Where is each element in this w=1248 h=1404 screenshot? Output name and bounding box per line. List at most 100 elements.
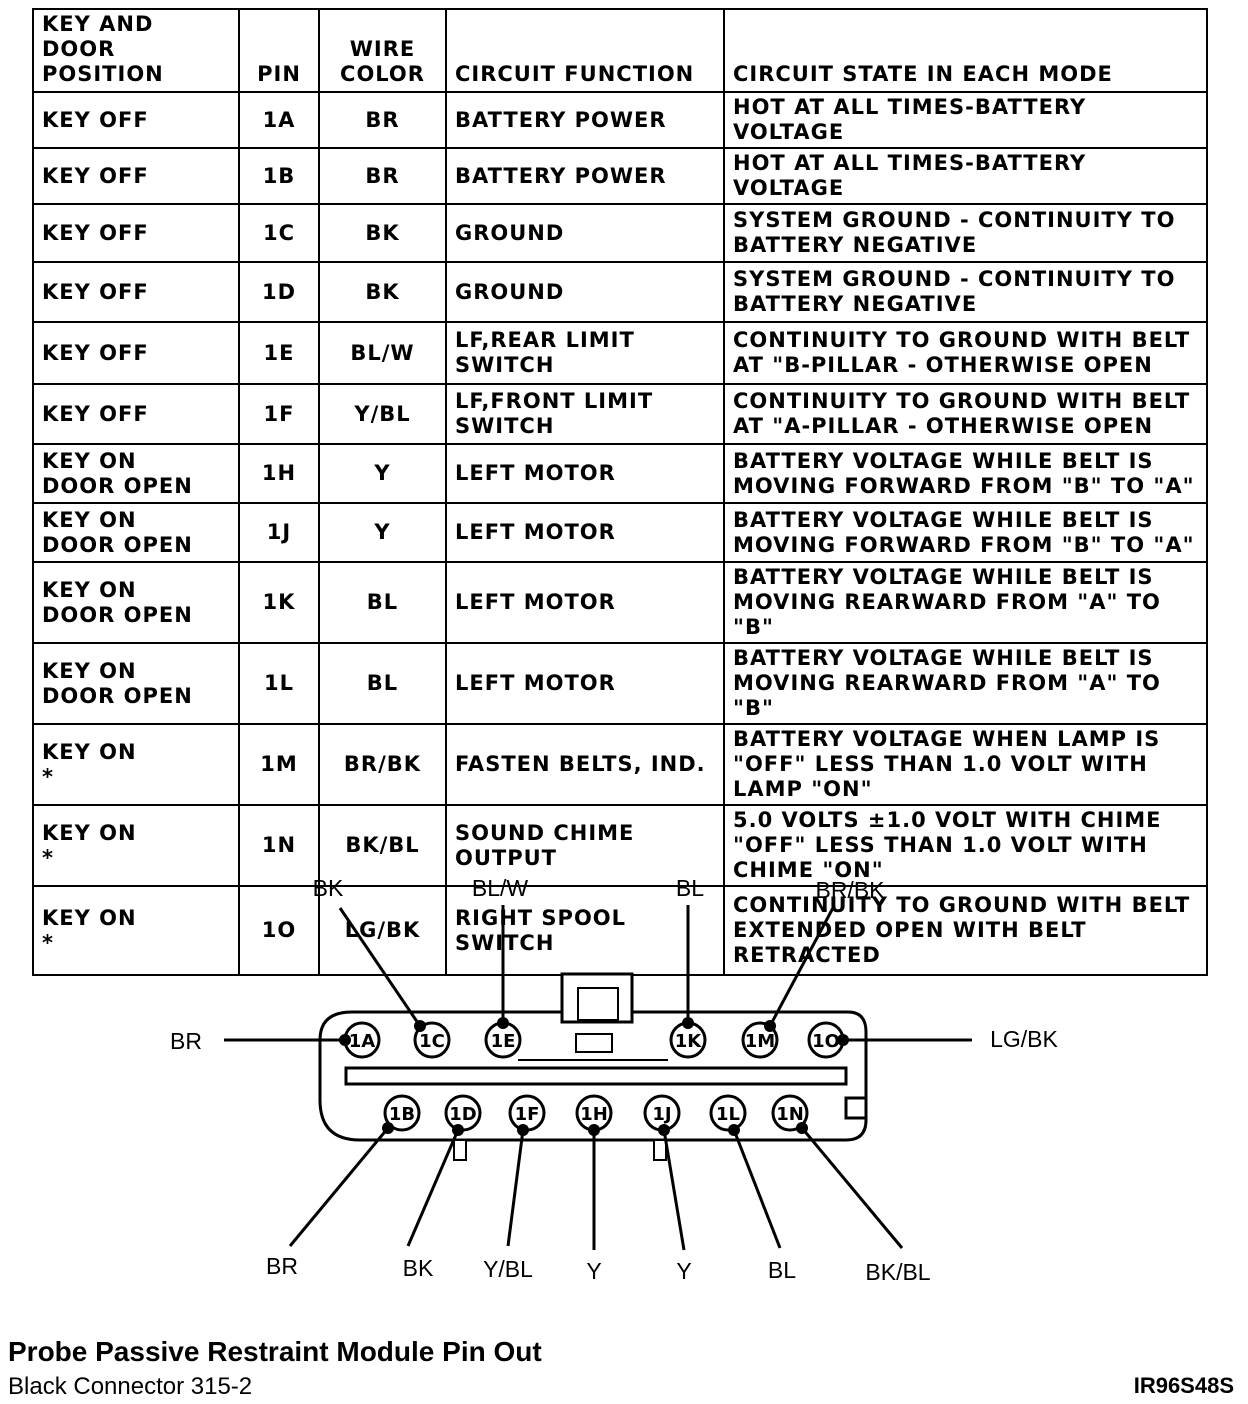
cell-wire-color: BK <box>318 261 447 323</box>
label-bl-bottom: BL <box>768 1257 796 1283</box>
pin-1M: 1M <box>741 1021 779 1059</box>
cell-function: LEFT MOTOR <box>445 642 725 725</box>
table-row: KEY OFF 1E BL/W LF,REAR LIMIT SWITCH CON… <box>32 321 1208 385</box>
leader-1N <box>796 1122 904 1249</box>
label-bl-top: BL <box>676 875 704 901</box>
header-position: KEY AND DOOR POSITION <box>32 8 240 93</box>
label-br-top: BR <box>170 1028 202 1054</box>
table-row: KEY ON * 1M BR/BK FASTEN BELTS, IND. BAT… <box>32 723 1208 806</box>
cell-position: KEY ON * <box>32 804 240 887</box>
cell-wire-color: BR <box>318 91 447 149</box>
pin-label: 1E <box>491 1031 516 1052</box>
pin-1O: 1O <box>807 1021 845 1059</box>
cell-pin: 1M <box>238 723 320 806</box>
header-circuit-state: CIRCUIT STATE IN EACH MODE <box>723 8 1208 93</box>
pin-1N: 1N <box>771 1094 809 1132</box>
cell-state: HOT AT ALL TIMES-BATTERY VOLTAGE <box>723 91 1208 149</box>
cell-pin: 1J <box>238 502 320 563</box>
cell-pin: 1F <box>238 383 320 445</box>
pin-1C: 1C <box>413 1021 451 1059</box>
label-y-bottom-1: Y <box>586 1258 601 1284</box>
cell-wire-color: BR <box>318 147 447 205</box>
cell-wire-color: BL/W <box>318 321 447 385</box>
pin-label: 1B <box>389 1104 415 1125</box>
leader-1B <box>288 1122 394 1247</box>
cell-function: GROUND <box>445 203 725 263</box>
cell-position: KEY ON DOOR OPEN <box>32 443 240 504</box>
cell-state: SYSTEM GROUND - CONTINUITY TO BATTERY NE… <box>723 261 1208 323</box>
cell-wire-color: BK <box>318 203 447 263</box>
table-row: KEY ON DOOR OPEN 1J Y LEFT MOTOR BATTERY… <box>32 502 1208 563</box>
pin-label: 1K <box>675 1031 703 1052</box>
cell-pin: 1L <box>238 642 320 725</box>
cell-wire-color: Y <box>318 502 447 563</box>
cell-pin: 1O <box>238 885 320 976</box>
cell-position: KEY OFF <box>32 203 240 263</box>
cell-position: KEY OFF <box>32 147 240 205</box>
cell-position: KEY ON DOOR OPEN <box>32 502 240 563</box>
pin-label: 1C <box>419 1031 445 1052</box>
cell-pin: 1B <box>238 147 320 205</box>
cell-function: BATTERY POWER <box>445 91 725 149</box>
cell-position: KEY ON * <box>32 723 240 806</box>
leader-1L <box>728 1124 782 1249</box>
table-row: KEY ON DOOR OPEN 1H Y LEFT MOTOR BATTERY… <box>32 443 1208 504</box>
figure-title: Probe Passive Restraint Module Pin Out <box>8 1336 542 1367</box>
connector-key-tab-right <box>653 1139 667 1161</box>
connector-corner-tab <box>844 1096 868 1120</box>
cell-function: GROUND <box>445 261 725 323</box>
cell-function: LEFT MOTOR <box>445 561 725 644</box>
pin-label: 1H <box>580 1104 608 1125</box>
cell-wire-color: Y/BL <box>318 383 447 445</box>
cell-function: BATTERY POWER <box>445 147 725 205</box>
cell-wire-color: BL <box>318 561 447 644</box>
cell-pin: 1D <box>238 261 320 323</box>
cell-pin: 1A <box>238 91 320 149</box>
pin-1E: 1E <box>484 1021 522 1059</box>
table-row: KEY OFF 1B BR BATTERY POWER HOT AT ALL T… <box>32 147 1208 205</box>
label-br-bottom: BR <box>266 1253 298 1279</box>
leader-1F <box>506 1124 529 1247</box>
pin-1K: 1K <box>669 1021 707 1059</box>
label-bk-top: BK <box>313 875 344 901</box>
cell-pin: 1H <box>238 443 320 504</box>
header-wire-color: WIRE COLOR <box>318 8 447 93</box>
label-y-bottom-2: Y <box>676 1258 691 1284</box>
connector-latch-inner <box>577 987 619 1021</box>
connector-key-tab-left <box>453 1139 467 1161</box>
connector-divider-rib <box>344 1066 848 1086</box>
pin-1H: 1H <box>575 1094 613 1132</box>
connector-key-slot <box>575 1033 613 1053</box>
pin-label: 1L <box>716 1104 740 1125</box>
pin-label: 1M <box>745 1031 775 1052</box>
connector-diagram: 1A 1C 1E 1K 1M 1O 1B 1D 1F 1H 1J <box>170 875 1059 1285</box>
cell-state: CONTINUITY TO GROUND WITH BELT AT "B-PIL… <box>723 321 1208 385</box>
table-header-row: KEY AND DOOR POSITION PIN WIRE COLOR CIR… <box>32 8 1208 93</box>
cell-pin: 1N <box>238 804 320 887</box>
table-row: KEY OFF 1D BK GROUND SYSTEM GROUND - CON… <box>32 261 1208 323</box>
cell-state: 5.0 VOLTS ±1.0 VOLT WITH CHIME "OFF" LES… <box>723 804 1208 887</box>
pin-1L: 1L <box>709 1094 747 1132</box>
pin-1D: 1D <box>444 1094 482 1132</box>
table-row: KEY OFF 1C BK GROUND SYSTEM GROUND - CON… <box>32 203 1208 263</box>
pin-out-table: KEY AND DOOR POSITION PIN WIRE COLOR CIR… <box>32 8 1208 976</box>
cell-position: KEY OFF <box>32 261 240 323</box>
leader-1D <box>406 1124 464 1247</box>
cell-state: HOT AT ALL TIMES-BATTERY VOLTAGE <box>723 147 1208 205</box>
cell-function: SOUND CHIME OUTPUT <box>445 804 725 887</box>
cell-wire-color: Y <box>318 443 447 504</box>
connector-latch <box>560 972 634 1024</box>
label-bk-bottom: BK <box>403 1255 434 1281</box>
cell-function: LEFT MOTOR <box>445 443 725 504</box>
cell-function: LF,FRONT LIMIT SWITCH <box>445 383 725 445</box>
leader-1J <box>658 1124 686 1251</box>
cell-position: KEY ON * <box>32 885 240 976</box>
leader-1M <box>764 905 836 1032</box>
pin-label: 1F <box>515 1104 540 1125</box>
figure-code: IR96S48S <box>1133 1373 1234 1398</box>
pin-1B: 1B <box>383 1094 421 1132</box>
cell-function: FASTEN BELTS, IND. <box>445 723 725 806</box>
cell-state: CONTINUITY TO GROUND WITH BELT AT "A-PIL… <box>723 383 1208 445</box>
table-row: KEY ON * 1N BK/BL SOUND CHIME OUTPUT 5.0… <box>32 804 1208 887</box>
table-row: KEY OFF 1A BR BATTERY POWER HOT AT ALL T… <box>32 91 1208 149</box>
